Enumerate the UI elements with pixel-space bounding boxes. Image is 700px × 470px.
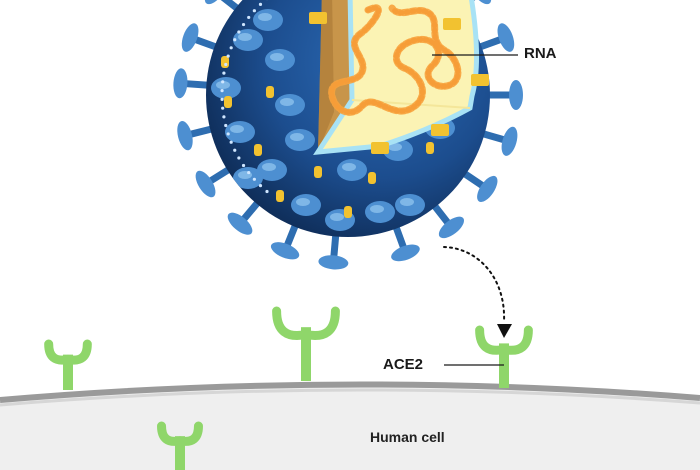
surface-spike-icon	[225, 121, 255, 143]
ace2-receptors	[44, 306, 533, 470]
surface-spike-icon	[233, 167, 263, 189]
membrane-protein-icon	[368, 172, 376, 184]
spike-protein-icon	[195, 164, 235, 198]
membrane-protein-icon	[431, 124, 449, 136]
virus-cutaway	[313, 0, 480, 155]
ace2-label: ACE2	[383, 356, 424, 373]
human-cell	[0, 381, 700, 470]
surface-spike-icon	[291, 194, 321, 216]
membrane-protein-icon	[224, 96, 232, 108]
ace2-receptor-icon	[157, 421, 203, 470]
surface-spike-icon	[233, 29, 263, 51]
virus-surface	[211, 0, 455, 231]
surface-spike-icon	[395, 194, 425, 216]
membrane-protein-icon	[443, 18, 461, 30]
surface-spike-icon	[211, 77, 241, 99]
membrane-protein-icon	[426, 142, 434, 154]
dotted-arrow-icon	[443, 246, 512, 338]
membrane-protein-icon	[266, 86, 274, 98]
membrane-protein-icon	[471, 74, 489, 86]
spike-proteins-back	[173, 0, 523, 270]
spike-proteins-front	[309, 12, 489, 154]
human-cell-label: Human cell	[370, 429, 445, 445]
spike-protein-icon	[428, 200, 465, 239]
cell-membrane	[0, 381, 700, 403]
surface-spike-icon	[365, 201, 395, 223]
membrane-protein-icon	[309, 12, 327, 24]
surface-spike-icon	[275, 94, 305, 116]
ace2-receptor-icon	[272, 306, 340, 381]
spike-protein-icon	[227, 196, 264, 235]
rna-label: RNA	[524, 45, 557, 62]
membrane-protein-icon	[314, 166, 322, 178]
spike-protein-icon	[458, 168, 498, 202]
membrane-protein-icon	[371, 142, 389, 154]
membrane-protein-icon	[276, 190, 284, 202]
membrane-protein-icon	[254, 144, 262, 156]
ace2-receptor-icon	[475, 325, 533, 388]
surface-spike-icon	[265, 49, 295, 71]
surface-spike-icon	[257, 159, 287, 181]
surface-spike-icon	[253, 9, 283, 31]
surface-spike-icon	[337, 159, 367, 181]
membrane-protein-icon	[221, 56, 229, 68]
coronavirus-particle-icon	[173, 0, 523, 270]
ace2-receptor-icon	[44, 339, 92, 390]
membrane-protein-icon	[344, 206, 352, 218]
surface-spike-icon	[285, 129, 315, 151]
